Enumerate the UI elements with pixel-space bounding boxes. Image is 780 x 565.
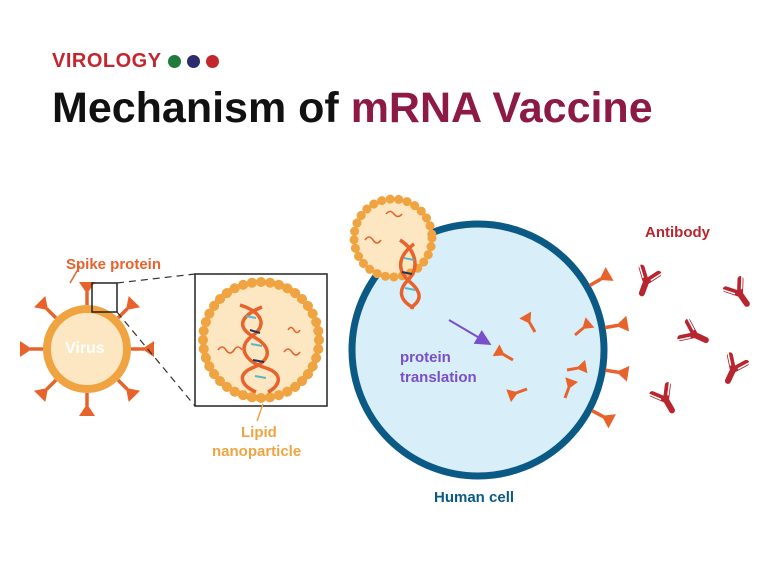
category-dots (168, 55, 219, 68)
antibodies (630, 263, 758, 416)
antibody-label: Antibody (645, 224, 710, 241)
fusing-nanoparticle (349, 194, 437, 310)
category-label: VIROLOGY (52, 50, 162, 72)
lipid-nanoparticle (198, 277, 324, 403)
zoom-line-bottom (116, 311, 196, 407)
green-dot (168, 55, 181, 68)
zoom-box-small (91, 282, 118, 313)
virus-body (18, 280, 156, 418)
spike-protein-label: Spike protein (66, 256, 162, 273)
page-title: Mechanism of mRNA Vaccine (52, 84, 653, 133)
human-cell-label: Human cell (434, 489, 515, 506)
spike-pointer (69, 265, 81, 284)
title-part2: mRNA Vaccine (350, 84, 653, 132)
virus-label: Virus (65, 340, 105, 357)
nanoparticle-label: nanoparticle (212, 443, 302, 460)
zoom-line-top (116, 273, 196, 284)
navy-dot (187, 55, 200, 68)
translation-label: translation (400, 369, 477, 386)
lipid-label: Lipid (241, 424, 277, 441)
title-part1: Mechanism of (52, 84, 339, 132)
protein-label: protein (400, 349, 451, 366)
lipid-pointer (256, 403, 264, 422)
translation-arrow (448, 319, 492, 346)
red-dot (206, 55, 219, 68)
